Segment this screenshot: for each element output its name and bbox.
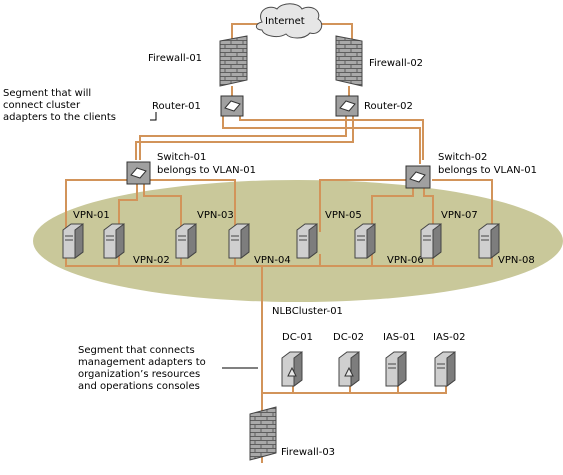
client-segment-note: Segment that will connect cluster adapte… bbox=[3, 88, 116, 123]
management-segment-line: management adapters to bbox=[78, 357, 206, 368]
firewall-03: Firewall-03 bbox=[249, 406, 335, 461]
server-icon bbox=[62, 223, 84, 259]
management-segment-line: organization’s resources bbox=[78, 369, 200, 380]
server-icon bbox=[434, 351, 456, 387]
vpn-01-label: VPN-01 bbox=[73, 210, 110, 221]
server-icon bbox=[228, 223, 250, 259]
internet-cloud: Internet bbox=[255, 3, 323, 39]
client-segment-line: Segment that will bbox=[3, 88, 91, 99]
ias-02-label: IAS-02 bbox=[433, 332, 465, 343]
firewall-03-label: Firewall-03 bbox=[281, 447, 335, 458]
dc-01 bbox=[281, 351, 303, 387]
server-icon bbox=[103, 223, 125, 259]
vpn-05-label: VPN-05 bbox=[325, 210, 362, 221]
network-links bbox=[65, 23, 493, 463]
vpn-03 bbox=[175, 223, 197, 259]
vpn-07-label: VPN-07 bbox=[441, 210, 478, 221]
vpn-04 bbox=[228, 223, 250, 259]
vpn-08 bbox=[478, 223, 500, 259]
cluster-label: NLBCluster-01 bbox=[272, 306, 343, 317]
dc-02 bbox=[338, 351, 360, 387]
router-01: Router-01 bbox=[152, 95, 244, 117]
brick-wall-icon bbox=[219, 35, 248, 87]
client-segment-line: connect cluster bbox=[3, 100, 81, 111]
ias-02 bbox=[434, 351, 456, 387]
switch-02-label: Switch-02 bbox=[438, 152, 487, 163]
vpn-05 bbox=[296, 223, 318, 259]
switch-02: Switch-02 belongs to VLAN-01 bbox=[405, 152, 537, 189]
server-icon bbox=[296, 223, 318, 259]
server-icon bbox=[175, 223, 197, 259]
vpn-08-label: VPN-08 bbox=[498, 255, 535, 266]
server-icon bbox=[338, 351, 360, 387]
ias-01-label: IAS-01 bbox=[383, 332, 415, 343]
server-icon bbox=[354, 223, 376, 259]
vpn-04-label: VPN-04 bbox=[254, 255, 291, 266]
cloud-icon bbox=[255, 3, 323, 39]
ias-01 bbox=[385, 351, 407, 387]
vpn-03-label: VPN-03 bbox=[197, 210, 234, 221]
internet-label: Internet bbox=[265, 16, 305, 27]
brick-wall-icon bbox=[335, 35, 363, 87]
vpn-06-label: VPN-06 bbox=[387, 255, 424, 266]
management-segment-note: Segment that connects management adapter… bbox=[78, 345, 206, 392]
switch-01-label: Switch-01 bbox=[157, 152, 206, 163]
dc-01-label: DC-01 bbox=[282, 332, 313, 343]
vpn-01 bbox=[62, 223, 84, 259]
vpn-02-label: VPN-02 bbox=[133, 255, 170, 266]
firewall-01-label: Firewall-01 bbox=[148, 53, 202, 64]
management-segment-line: Segment that connects bbox=[78, 345, 195, 356]
dc-02-label: DC-02 bbox=[333, 332, 364, 343]
vpn-02 bbox=[103, 223, 125, 259]
switch-01-vlan: belongs to VLAN-01 bbox=[157, 165, 256, 176]
server-icon bbox=[385, 351, 407, 387]
server-icon bbox=[420, 223, 442, 259]
firewall-01: Firewall-01 bbox=[148, 35, 248, 87]
switch-01: Switch-01 belongs to VLAN-01 bbox=[126, 152, 256, 185]
router-02-label: Router-02 bbox=[364, 101, 413, 112]
server-icon bbox=[478, 223, 500, 259]
router-01-label: Router-01 bbox=[152, 101, 201, 112]
server-icon bbox=[281, 351, 303, 387]
vpn-06 bbox=[354, 223, 376, 259]
switch-02-vlan: belongs to VLAN-01 bbox=[438, 165, 537, 176]
router-02: Router-02 bbox=[335, 95, 413, 117]
management-segment-line: and operations consoles bbox=[78, 381, 200, 392]
firewall-02: Firewall-02 bbox=[335, 35, 423, 87]
vpn-07 bbox=[420, 223, 442, 259]
brick-wall-icon bbox=[249, 406, 277, 461]
firewall-02-label: Firewall-02 bbox=[369, 58, 423, 69]
client-segment-line: adapters to the clients bbox=[3, 112, 116, 123]
